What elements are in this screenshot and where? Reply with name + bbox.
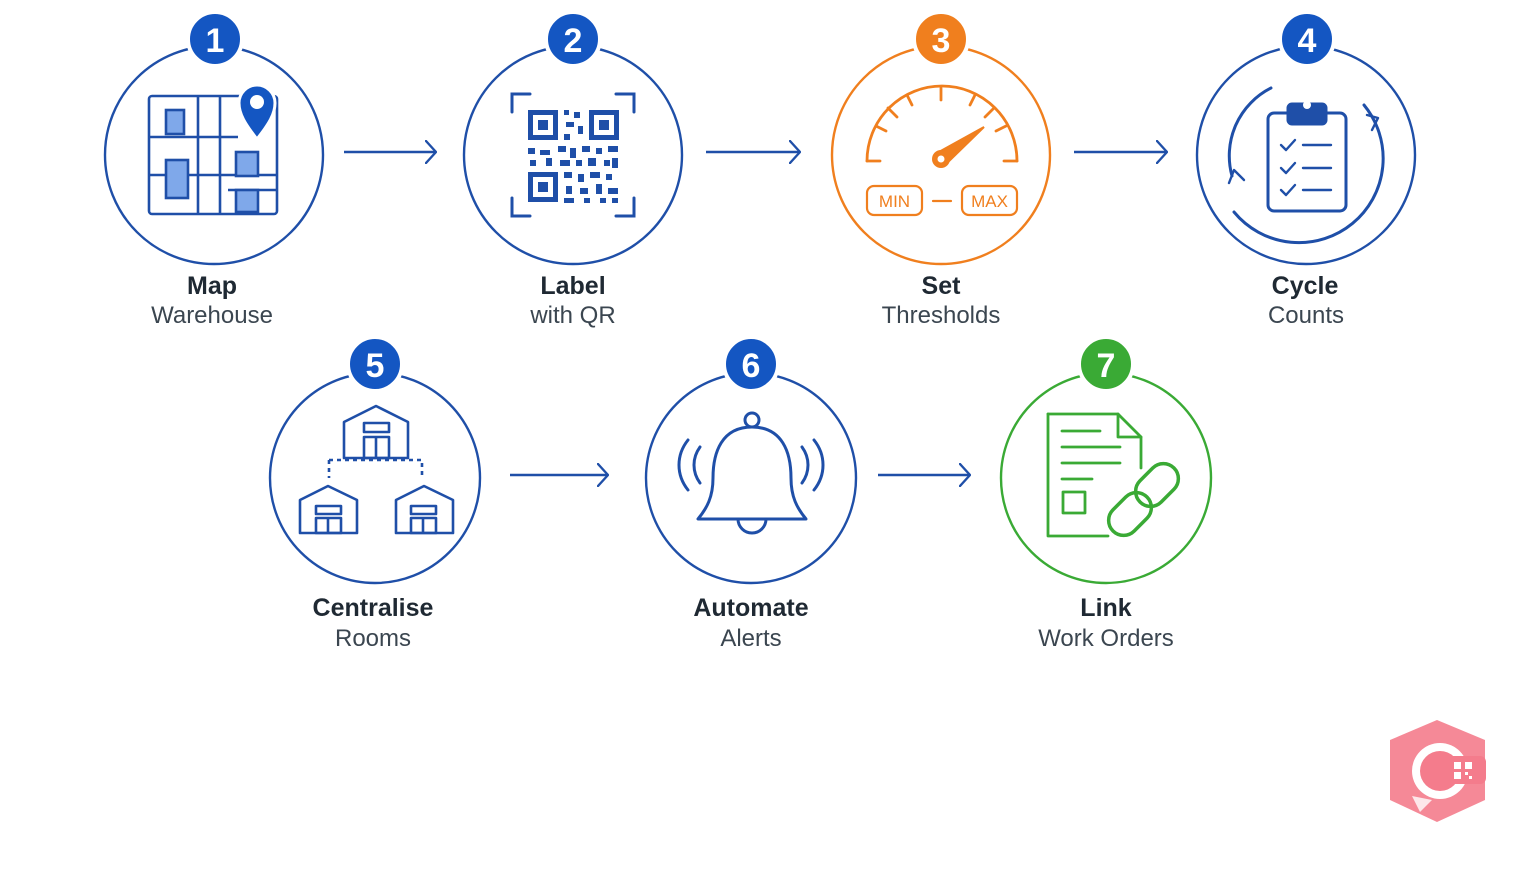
bell-icon bbox=[677, 411, 825, 535]
step-subtitle: Alerts bbox=[720, 625, 781, 652]
step-badge bbox=[346, 335, 404, 393]
document-link-icon bbox=[1046, 412, 1181, 538]
step-badge bbox=[912, 10, 970, 68]
step-title: Link bbox=[1080, 594, 1131, 622]
step-badge bbox=[186, 10, 244, 68]
step-badge bbox=[722, 335, 780, 393]
step-6: 6 Automate Alerts bbox=[644, 335, 858, 652]
qr-code-icon bbox=[510, 92, 636, 218]
step-badge bbox=[1278, 10, 1336, 68]
step-number: 1 bbox=[206, 22, 225, 60]
step-subtitle: Counts bbox=[1268, 302, 1344, 329]
step-2: 2 Label with QR bbox=[462, 10, 684, 329]
step-number: 5 bbox=[366, 347, 385, 385]
step-badge bbox=[1077, 335, 1135, 393]
step-subtitle: with QR bbox=[529, 302, 615, 329]
step-7: 7 Link Work Orders bbox=[999, 335, 1213, 652]
step-number: 7 bbox=[1097, 347, 1116, 385]
gauge-icon bbox=[865, 84, 1019, 217]
step-title: Automate bbox=[693, 594, 808, 622]
gauge-min-label: MIN bbox=[879, 192, 910, 211]
step-1: 1 Map Warehouse bbox=[103, 10, 325, 329]
gauge-max-label: MAX bbox=[971, 192, 1008, 211]
arrows bbox=[344, 152, 1167, 475]
clipboard-cycle-icon bbox=[1227, 86, 1385, 245]
step-circle bbox=[103, 44, 325, 266]
step-title: Cycle bbox=[1272, 272, 1339, 300]
step-4: 4 Cycle Counts bbox=[1195, 10, 1417, 329]
warehouse-network-icon bbox=[298, 404, 455, 535]
step-number: 6 bbox=[742, 347, 761, 385]
step-circle bbox=[268, 371, 482, 585]
step-5: 5 Centralise Rooms bbox=[268, 335, 482, 652]
brand-logo-icon bbox=[1390, 720, 1486, 822]
step-title: Set bbox=[922, 272, 962, 300]
warehouse-map-pin-icon bbox=[147, 83, 279, 216]
step-title: Label bbox=[540, 272, 605, 300]
step-number: 2 bbox=[564, 22, 583, 60]
step-3: MIN MAX 3 Set Thresholds bbox=[830, 10, 1052, 329]
step-number: 3 bbox=[932, 22, 951, 60]
step-subtitle: Rooms bbox=[335, 625, 411, 652]
step-badge bbox=[544, 10, 602, 68]
step-circle bbox=[644, 371, 858, 585]
step-number: 4 bbox=[1298, 22, 1317, 60]
step-title: Map bbox=[187, 272, 237, 300]
step-title: Centralise bbox=[313, 594, 434, 622]
step-subtitle: Thresholds bbox=[882, 302, 1001, 329]
step-subtitle: Work Orders bbox=[1038, 625, 1174, 652]
step-subtitle: Warehouse bbox=[151, 302, 273, 329]
